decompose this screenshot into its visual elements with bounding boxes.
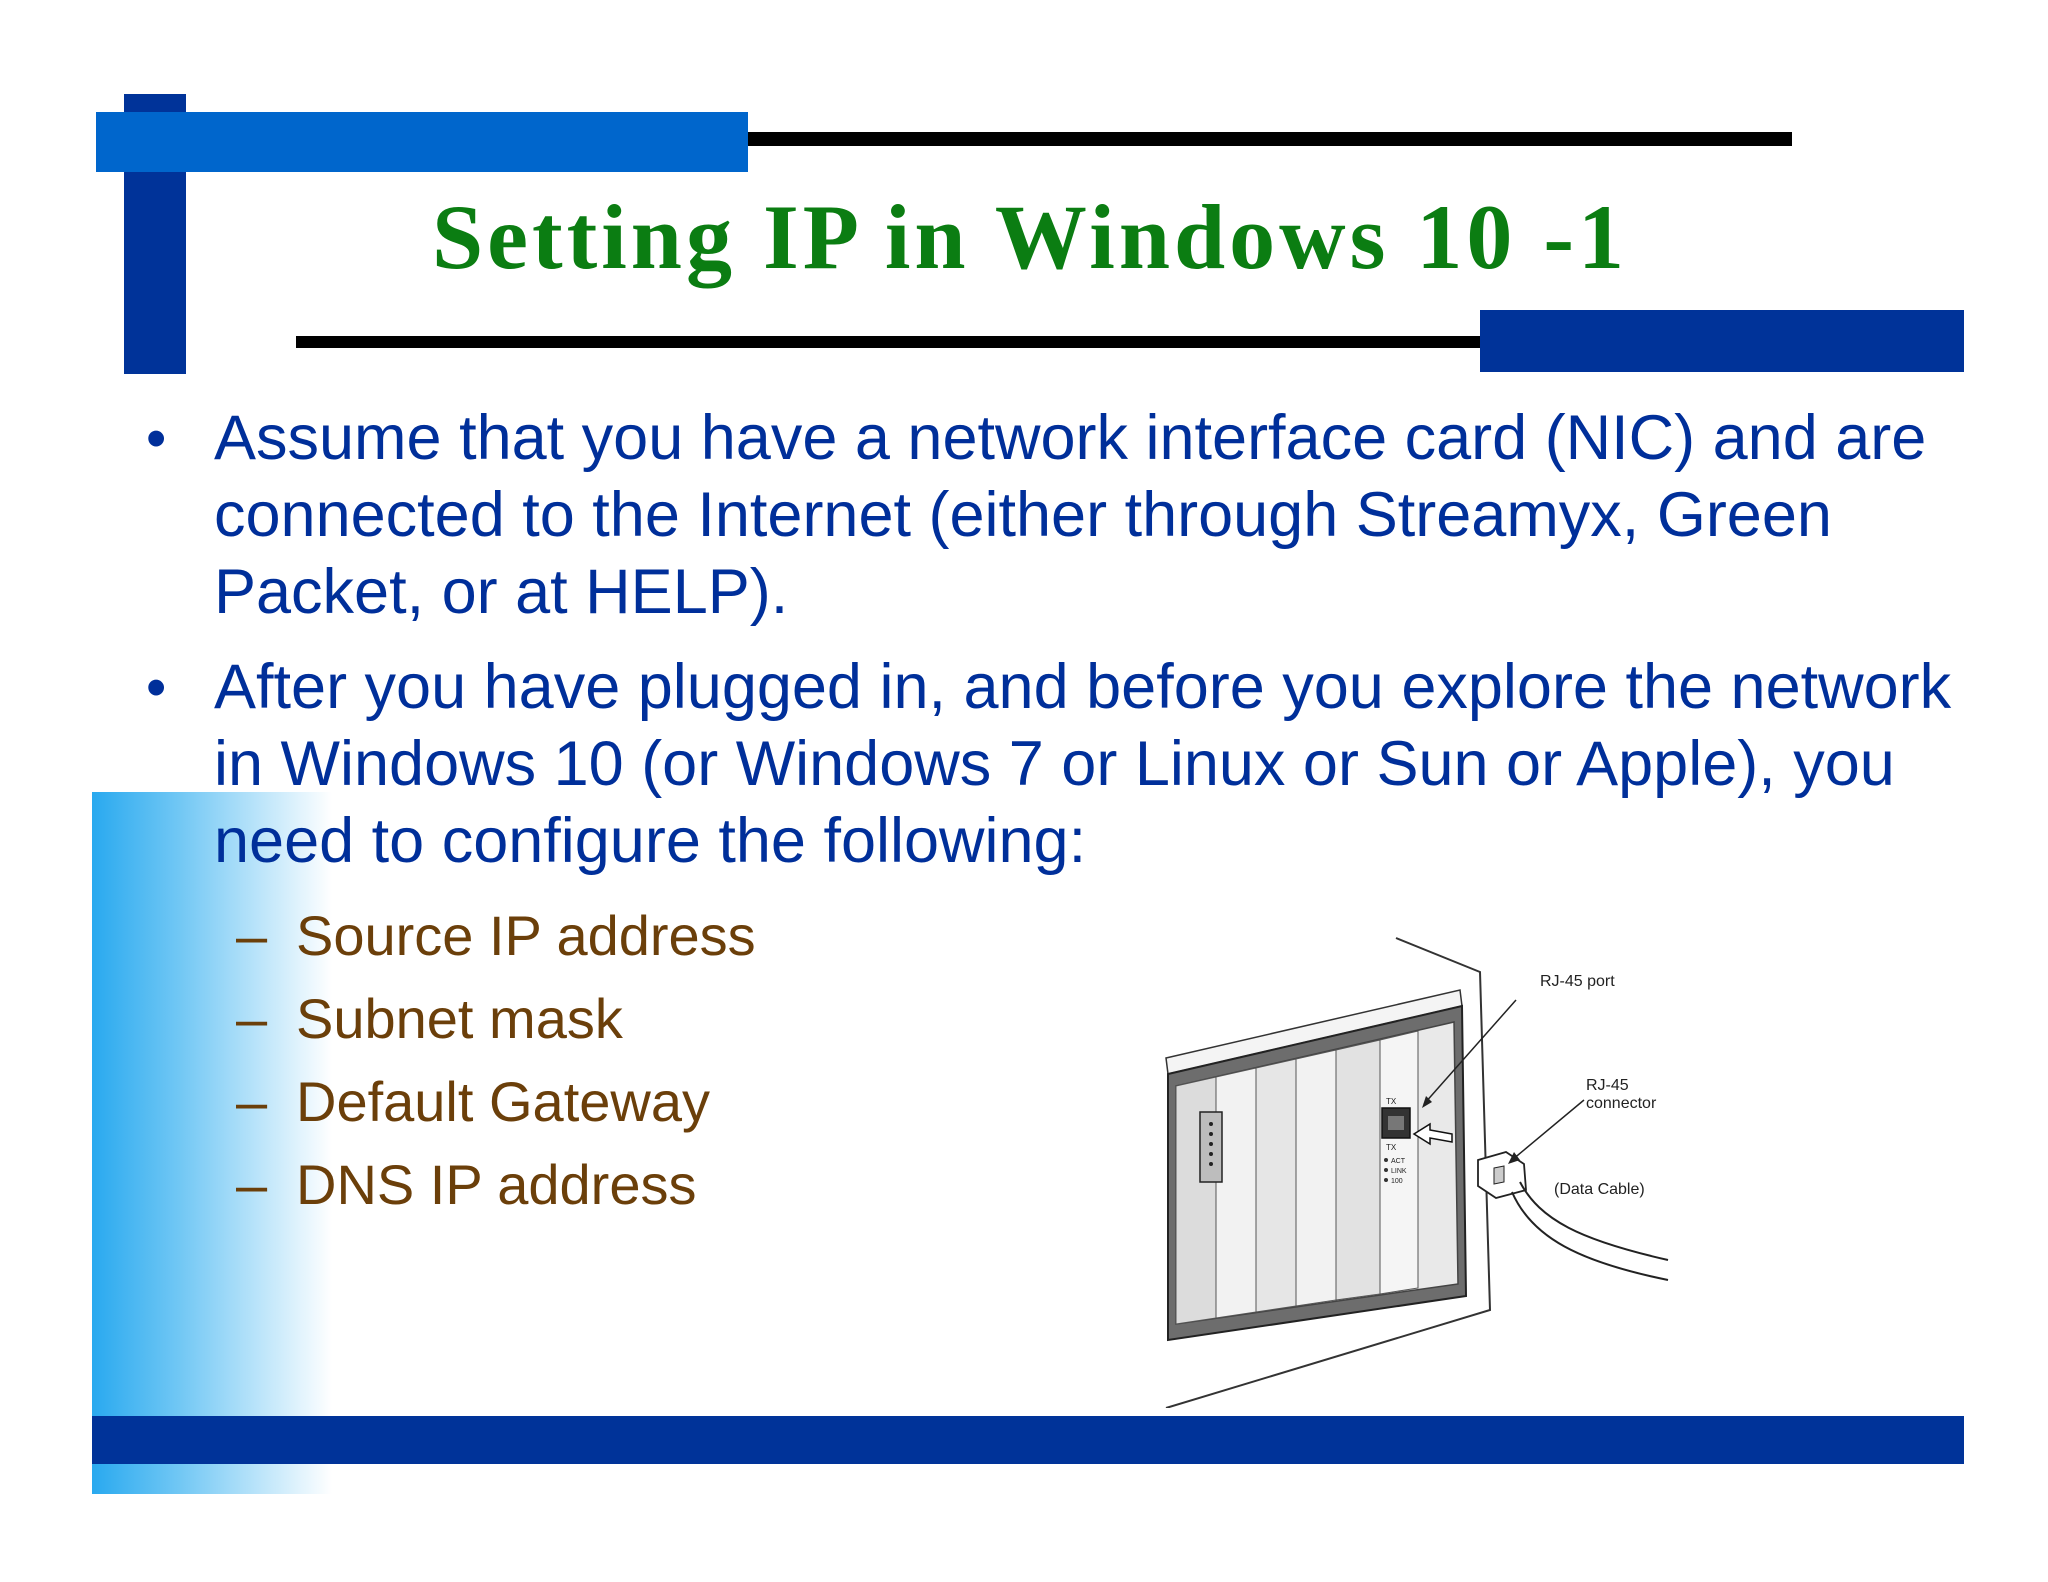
data-cable-label: (Data Cable)	[1554, 1181, 1645, 1198]
bottom-blue-bar	[92, 1416, 1964, 1464]
rj45-port-label: RJ-45 port	[1540, 973, 1615, 990]
mid-blue-bar	[1480, 310, 1964, 372]
sub-item: –Subnet mask	[236, 977, 756, 1060]
sub-item-list: –Source IP address –Subnet mask –Default…	[236, 894, 756, 1226]
bullet-item: • After you have plugged in, and before …	[140, 649, 1960, 880]
sub-item: –Default Gateway	[236, 1060, 756, 1143]
dash-marker: –	[236, 1153, 268, 1216]
dash-marker: –	[236, 904, 268, 967]
slide-title: Setting IP in Windows 10 -1	[431, 186, 1629, 288]
bullet-list: • Assume that you have a network interfa…	[140, 400, 1960, 898]
top-blue-bar	[96, 112, 748, 172]
left-gradient-bar	[92, 792, 332, 1494]
rj45-connector-label-line1: RJ-45	[1586, 1077, 1629, 1094]
led-label: LINK	[1391, 1168, 1407, 1175]
port-tx-top: TX	[1386, 1097, 1397, 1106]
led-label: 100	[1391, 1178, 1403, 1185]
bullet-item: • Assume that you have a network interfa…	[140, 400, 1960, 631]
dash-marker: –	[236, 987, 268, 1050]
sub-item-text: Source IP address	[296, 904, 756, 967]
port-tx-bottom: TX	[1386, 1143, 1397, 1152]
sub-item-text: DNS IP address	[296, 1153, 697, 1216]
bullet-marker: •	[146, 655, 167, 720]
dash-marker: –	[236, 1070, 268, 1133]
sub-item: –DNS IP address	[236, 1143, 756, 1226]
bullet-marker: •	[146, 406, 167, 471]
nic-illustration: TX TX ACT LINK 100 RJ-45 port RJ-45 conn…	[1165, 937, 1669, 1408]
sub-item-text: Default Gateway	[296, 1070, 710, 1133]
bullet-text: After you have plugged in, and before yo…	[214, 652, 1952, 876]
sub-item: –Source IP address	[236, 894, 756, 977]
led-label: ACT	[1391, 1158, 1406, 1165]
rj45-connector-label-line2: connector	[1586, 1095, 1657, 1112]
bullet-text: Assume that you have a network interface…	[214, 403, 1927, 627]
sub-item-text: Subnet mask	[296, 987, 623, 1050]
mid-black-rule	[296, 336, 1536, 348]
